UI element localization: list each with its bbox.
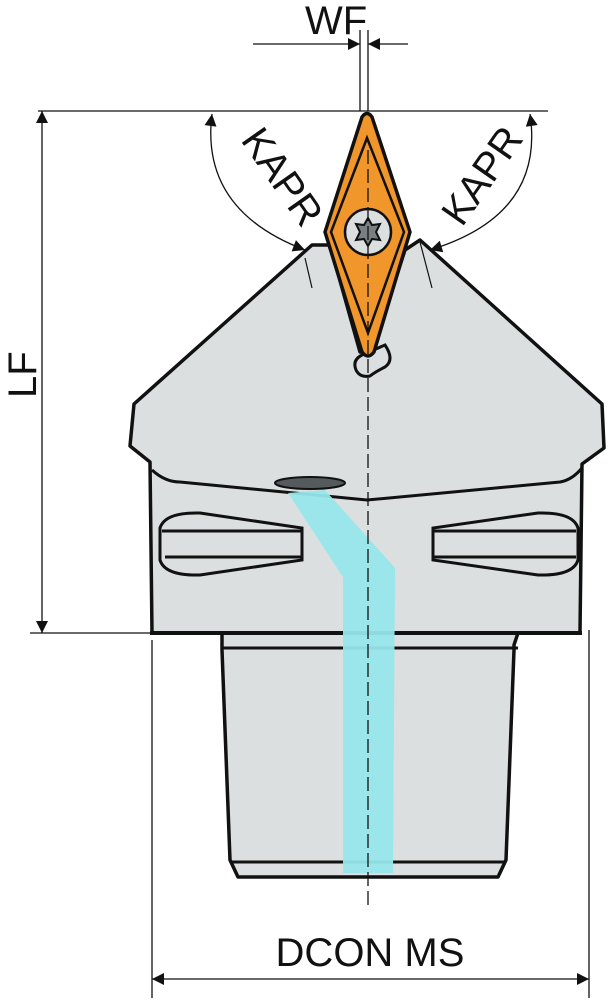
wf-dimension: WF	[253, 0, 408, 50]
insert-seat-relief	[353, 343, 392, 378]
lf-dimension: LF	[1, 111, 152, 634]
clamp-slot-left	[158, 511, 304, 577]
wf-label: WF	[305, 0, 367, 43]
dcon-ms-dimension: DCON MS	[151, 630, 590, 998]
clamp-slot-right	[431, 511, 580, 577]
coolant-outlet	[274, 476, 346, 490]
lf-label: LF	[1, 351, 45, 398]
dcon-ms-label: DCON MS	[276, 931, 465, 975]
kapr-right-label: KAPR	[433, 119, 532, 233]
